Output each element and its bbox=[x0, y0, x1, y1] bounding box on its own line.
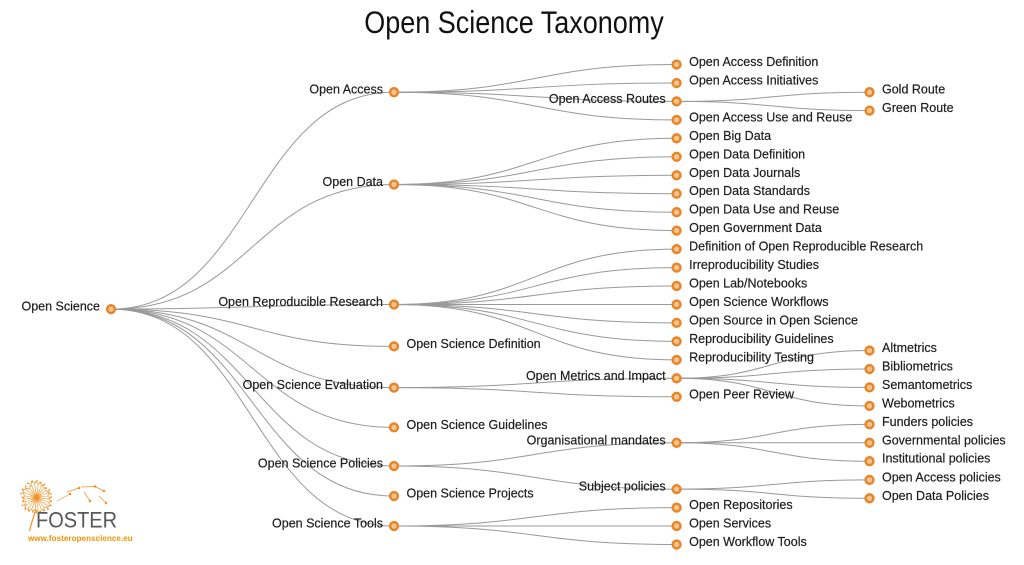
svg-text:Open Workflow Tools: Open Workflow Tools bbox=[689, 535, 807, 549]
svg-text:FOSTER: FOSTER bbox=[36, 507, 117, 532]
svg-text:Subject policies: Subject policies bbox=[579, 480, 666, 494]
svg-text:Open Science Taxonomy: Open Science Taxonomy bbox=[364, 5, 664, 40]
svg-text:Open Data: Open Data bbox=[323, 175, 384, 189]
svg-text:Open Metrics and Impact: Open Metrics and Impact bbox=[526, 369, 666, 383]
svg-text:Open Access: Open Access bbox=[309, 83, 383, 97]
svg-text:Bibliometrics: Bibliometrics bbox=[882, 360, 953, 374]
svg-text:Reproducibility Testing: Reproducibility Testing bbox=[689, 350, 814, 364]
svg-text:Open Big Data: Open Big Data bbox=[689, 129, 771, 143]
svg-text:Open Government Data: Open Government Data bbox=[689, 221, 822, 235]
svg-text:www.fosteropenscience.eu: www.fosteropenscience.eu bbox=[27, 534, 133, 543]
svg-text:Open Science Evaluation: Open Science Evaluation bbox=[243, 378, 383, 392]
svg-text:Open Data Standards: Open Data Standards bbox=[689, 184, 810, 198]
svg-text:Gold Route: Gold Route bbox=[882, 83, 945, 97]
svg-text:Organisational mandates: Organisational mandates bbox=[527, 433, 666, 447]
svg-text:Webometrics: Webometrics bbox=[882, 396, 955, 410]
svg-text:Open Services: Open Services bbox=[689, 517, 771, 531]
svg-text:Open Science Projects: Open Science Projects bbox=[407, 487, 534, 501]
svg-text:Definition of Open Reproducibl: Definition of Open Reproducible Research bbox=[689, 240, 923, 254]
svg-text:Governmental policies: Governmental policies bbox=[882, 433, 1006, 447]
svg-text:Open Science Definition: Open Science Definition bbox=[407, 337, 541, 351]
svg-text:Reproducibility Guidelines: Reproducibility Guidelines bbox=[689, 332, 834, 346]
svg-text:Open Data Definition: Open Data Definition bbox=[689, 147, 805, 161]
svg-text:Open Science Policies: Open Science Policies bbox=[258, 457, 383, 471]
svg-text:Open Science: Open Science bbox=[21, 300, 100, 314]
svg-text:Green Route: Green Route bbox=[882, 101, 954, 115]
svg-text:Open Science Guidelines: Open Science Guidelines bbox=[407, 418, 548, 432]
svg-text:Altmetrics: Altmetrics bbox=[882, 341, 937, 355]
svg-text:Open Reproducible Research: Open Reproducible Research bbox=[218, 295, 383, 309]
svg-text:Open Science Workflows: Open Science Workflows bbox=[689, 295, 828, 309]
svg-text:Open Source in Open Science: Open Source in Open Science bbox=[689, 313, 858, 327]
svg-text:Open Access policies: Open Access policies bbox=[882, 470, 1001, 484]
svg-text:Open Science Tools: Open Science Tools bbox=[272, 517, 383, 531]
svg-text:Open Access Initiatives: Open Access Initiatives bbox=[689, 74, 818, 88]
svg-text:Funders policies: Funders policies bbox=[882, 415, 973, 429]
svg-text:Open Lab/Notebooks: Open Lab/Notebooks bbox=[689, 277, 807, 291]
svg-text:Semantometrics: Semantometrics bbox=[882, 378, 972, 392]
svg-text:Open Repositories: Open Repositories bbox=[689, 498, 793, 512]
svg-text:Institutional policies: Institutional policies bbox=[882, 452, 990, 466]
svg-text:Open Access Definition: Open Access Definition bbox=[689, 55, 818, 69]
svg-text:Open Access Routes: Open Access Routes bbox=[549, 92, 666, 106]
svg-text:Irreproducibility Studies: Irreproducibility Studies bbox=[689, 258, 819, 272]
svg-text:Open Data Journals: Open Data Journals bbox=[689, 166, 800, 180]
svg-text:Open Data Use and Reuse: Open Data Use and Reuse bbox=[689, 203, 839, 217]
svg-text:Open Data Policies: Open Data Policies bbox=[882, 489, 989, 503]
svg-text:Open Access Use and Reuse: Open Access Use and Reuse bbox=[689, 110, 852, 124]
svg-text:Open Peer Review: Open Peer Review bbox=[689, 387, 795, 401]
